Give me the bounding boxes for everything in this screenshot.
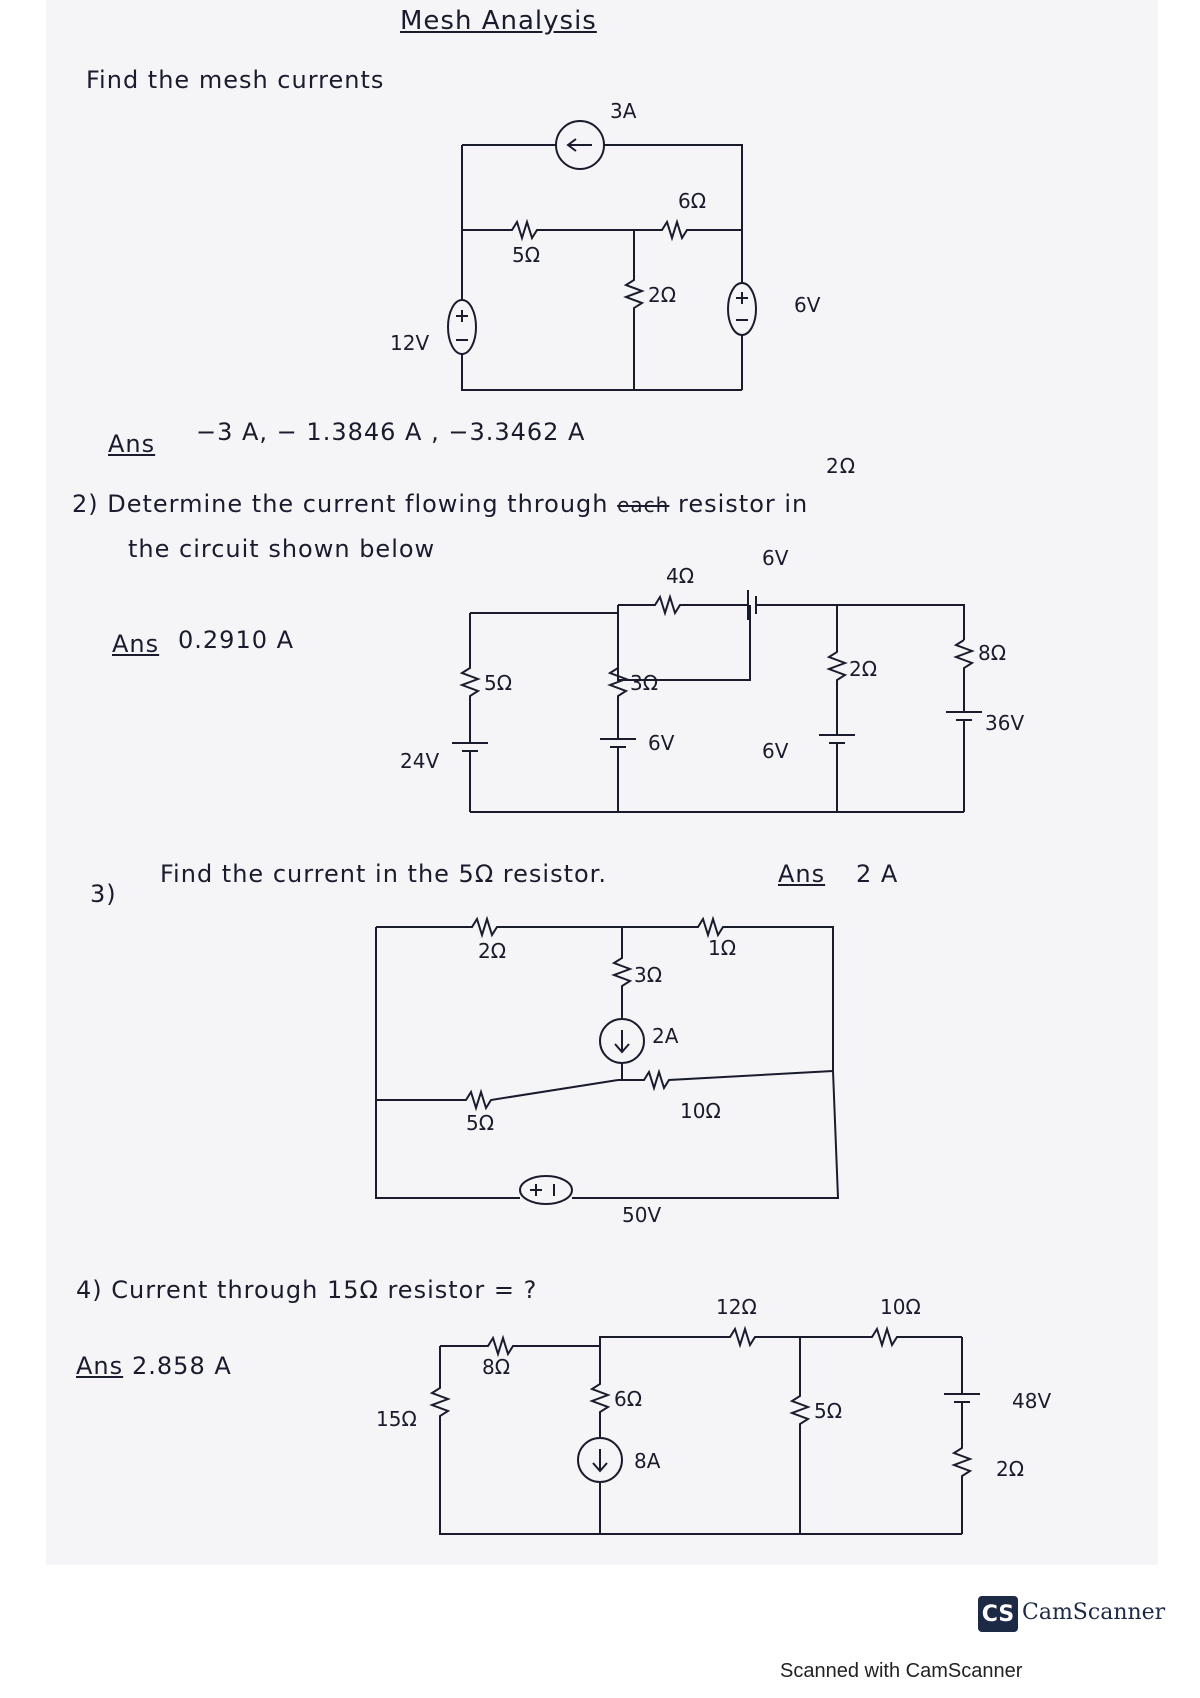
p3-50v-source — [520, 1176, 572, 1204]
camscanner-brand: CamScanner — [1022, 1600, 1166, 1625]
p3-answer-label: Ans — [778, 860, 826, 888]
p1-6v-source — [728, 283, 756, 335]
p1-label-v12: 12V — [390, 331, 429, 355]
p1-answer-label: Ans — [108, 430, 156, 458]
p1-answer: −3 A, − 1.3846 A , −3.3462 A — [196, 418, 586, 446]
p4-current-source — [578, 1438, 622, 1482]
p2-label-v36: 36V — [985, 711, 1024, 735]
p3-question: Find the current in the 5Ω resistor. — [160, 860, 607, 888]
p3-label-r3: 3Ω — [634, 963, 662, 987]
p4-answer: 2.858 A — [132, 1352, 232, 1380]
p4-label-r15: 15Ω — [376, 1407, 417, 1431]
p4-label-r10: 10Ω — [880, 1295, 921, 1319]
p1-label-r5: 5Ω — [512, 243, 540, 267]
p3-number: 3) — [90, 880, 117, 908]
p2-line1-a: 2) Determine the current flowing through — [72, 490, 609, 518]
p4-label-r6: 6Ω — [614, 1387, 642, 1411]
p2-label-v24: 24V — [400, 749, 439, 773]
p4-label-cs: 8A — [634, 1449, 661, 1473]
p4-label-r12: 12Ω — [716, 1295, 757, 1319]
p1-label-cs: 3A — [610, 99, 637, 123]
p1-label-r6: 6Ω — [678, 189, 706, 213]
p3-label-r2: 2Ω — [478, 939, 506, 963]
p2-question-line2: the circuit shown below — [128, 535, 436, 563]
p3-answer: 2 A — [856, 860, 899, 888]
p4-answer-label: Ans — [76, 1352, 124, 1380]
p2-label-r8: 8Ω — [978, 641, 1006, 665]
p1-current-source — [556, 121, 604, 169]
scanned-page — [46, 0, 1158, 1565]
p3-label-r1: 1Ω — [708, 936, 736, 960]
p1-question: Find the mesh currents — [86, 66, 385, 94]
p2-answer-label: Ans — [112, 630, 160, 658]
p3-label-cs: 2A — [652, 1024, 679, 1048]
p4-question: 4) Current through 15Ω resistor = ? — [76, 1276, 538, 1304]
p3-label-r5: 5Ω — [466, 1111, 494, 1135]
p1-label-r2: 2Ω — [648, 283, 676, 307]
p3-label-v50: 50V — [622, 1203, 661, 1227]
p1-12v-source — [448, 300, 476, 354]
p2-label-r3: 3Ω — [630, 671, 658, 695]
p2-label-r5: 5Ω — [484, 671, 512, 695]
p2-struck-word: each — [617, 493, 670, 517]
p2-line1-b: resistor in — [678, 490, 809, 518]
p2-label-v6a: 6V — [648, 731, 675, 755]
p2-answer: 0.2910 A — [178, 626, 295, 654]
p4-label-r5: 5Ω — [814, 1399, 842, 1423]
p2-correction: 2Ω — [826, 454, 857, 478]
scan-caption: Scanned with CamScanner — [780, 1660, 1023, 1682]
p4-label-r2: 2Ω — [996, 1457, 1024, 1481]
camscanner-logo: CS — [978, 1596, 1018, 1632]
p3-current-source — [600, 1019, 644, 1063]
p2-label-r4: 4Ω — [666, 564, 694, 588]
page-title: Mesh Analysis — [400, 6, 597, 36]
p1-label-v6: 6V — [794, 293, 821, 317]
p2-question-line1: 2) Determine the current flowing through… — [72, 490, 808, 518]
p2-label-v6top: 6V — [762, 546, 789, 570]
p4-label-v48: 48V — [1012, 1389, 1051, 1413]
p2-label-r2: 2Ω — [849, 657, 877, 681]
p4-label-r8: 8Ω — [482, 1355, 510, 1379]
p3-label-r10: 10Ω — [680, 1099, 721, 1123]
p2-label-v6b: 6V — [762, 739, 789, 763]
